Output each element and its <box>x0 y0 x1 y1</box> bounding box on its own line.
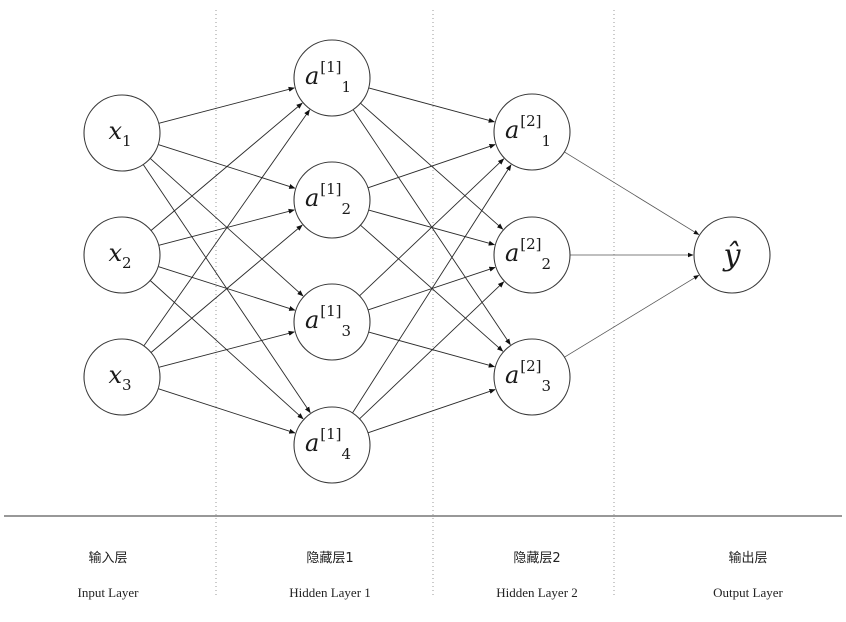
node-circle <box>83 94 161 172</box>
node-output-1: ŷ <box>693 216 771 294</box>
node-circle <box>293 39 371 117</box>
caption-en-input: Input Layer <box>77 585 139 600</box>
edge-input-3-to-hidden1-3 <box>158 330 295 368</box>
edge-hidden1-3-to-hidden2-1 <box>359 158 505 297</box>
edge-hidden1-4-to-hidden2-3 <box>367 388 496 434</box>
edge-input-3-to-hidden1-4 <box>158 388 296 434</box>
node-circle <box>493 338 571 416</box>
node-circle <box>493 93 571 171</box>
connection-edges <box>142 86 700 434</box>
node-hidden1-4: a[1]4 <box>293 406 371 484</box>
node-hidden1-1: a[1]1 <box>293 39 371 117</box>
edge-input-1-to-hidden1-1 <box>158 86 295 124</box>
node-input-2: x2 <box>83 216 161 294</box>
node-circle <box>293 161 371 239</box>
node-hidden2-3: a[2]3 <box>493 338 571 416</box>
layer-dividers <box>215 10 615 596</box>
node-label-input-1: x1 <box>108 117 131 150</box>
node-label-input-2: x2 <box>108 239 131 272</box>
node-circle <box>83 216 161 294</box>
node-hidden2-2: a[2]2 <box>493 216 571 294</box>
edge-input-2-to-hidden1-1 <box>150 102 303 231</box>
caption-zh-input: 输入层 <box>88 550 127 566</box>
edge-hidden1-4-to-hidden2-2 <box>359 281 505 420</box>
caption-zh-hidden2: 隐藏层2 <box>513 551 560 566</box>
node-circle <box>83 338 161 416</box>
caption-en-output: Output Layer <box>713 585 783 600</box>
node-label-hidden1-2: a[1]2 <box>305 180 351 218</box>
edge-hidden1-2-to-hidden2-1 <box>367 143 496 189</box>
caption-zh-hidden1: 隐藏层1 <box>306 551 353 566</box>
node-label-hidden1-1: a[1]1 <box>305 58 351 96</box>
edge-hidden2-1-to-output-1 <box>564 151 700 235</box>
edge-hidden1-3-to-hidden2-3 <box>368 331 496 368</box>
node-circle <box>293 283 371 361</box>
node-input-1: x1 <box>83 94 161 172</box>
node-hidden1-2: a[1]2 <box>293 161 371 239</box>
node-input-3: x3 <box>83 338 161 416</box>
node-hidden2-1: a[2]1 <box>493 93 571 171</box>
node-label-input-3: x3 <box>108 361 131 394</box>
node-circle <box>493 216 571 294</box>
edge-hidden2-3-to-output-1 <box>564 274 700 358</box>
node-label-hidden2-1: a[2]1 <box>505 112 551 150</box>
neuron-nodes: x1 x2 x3 a[1]1 a[1]2 a[1]3 a[1]4 a[2]1 a[2]2 a[2]… <box>83 39 771 484</box>
edge-hidden1-4-to-hidden2-1 <box>352 164 512 414</box>
node-label-hidden2-2: a[2]2 <box>505 235 551 273</box>
caption-en-hidden2: Hidden Layer 2 <box>496 585 578 600</box>
node-label-hidden1-4: a[1]4 <box>305 425 351 463</box>
caption-zh-output: 输出层 <box>728 550 767 566</box>
node-label-hidden2-3: a[2]3 <box>505 357 551 395</box>
node-label-hidden1-3: a[1]3 <box>305 302 351 340</box>
edge-input-3-to-hidden1-2 <box>150 224 303 353</box>
node-circle <box>293 406 371 484</box>
edge-hidden1-1-to-hidden2-1 <box>368 87 495 123</box>
node-circle <box>693 216 771 294</box>
edge-input-3-to-hidden1-1 <box>143 109 310 347</box>
node-label-output: ŷ <box>722 238 742 273</box>
node-hidden1-3: a[1]3 <box>293 283 371 361</box>
caption-en-hidden1: Hidden Layer 1 <box>289 585 371 600</box>
